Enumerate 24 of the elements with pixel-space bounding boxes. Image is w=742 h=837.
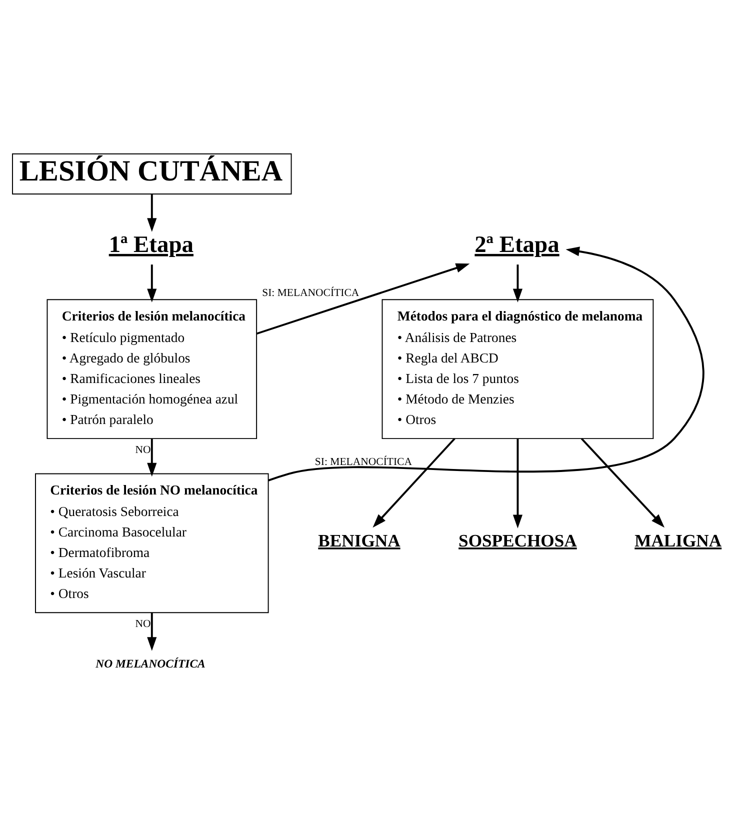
- node-text: 1ª Etapa: [108, 232, 194, 258]
- arrow: [512, 264, 523, 302]
- arrow: [268, 246, 704, 482]
- arrow: [147, 194, 157, 232]
- arrow: [147, 612, 157, 651]
- arrow: [256, 263, 470, 335]
- arrow: [147, 438, 157, 477]
- edge-label: SI: MELANOCÍTICA: [314, 456, 412, 468]
- node-text: SOSPECHOSA: [458, 530, 577, 551]
- arrow: [372, 438, 456, 528]
- node-box: Criterios de lesión NO melanocítica • Queratosis Seborreica • Carcinoma Basocelular • Dermatofibroma • Lesión Vascular • Otros: [35, 473, 269, 614]
- edge-label: NO: [135, 444, 151, 456]
- arrow: [580, 438, 665, 528]
- node-box: Criterios de lesión melanocítica • Retículo pigmentado • Agregado de glóbulos • Ramificaciones lineales • Pigmentación homogénea azul • Patrón paralelo: [46, 299, 258, 440]
- arrow: [512, 438, 523, 528]
- edge-label: NO: [135, 618, 151, 630]
- node-text: BENIGNA: [318, 530, 400, 551]
- node-text: NO MELANOCÍTICA: [96, 658, 206, 671]
- node-box: LESIÓN CUTÁNEA: [12, 153, 292, 194]
- node-text: MALIGNA: [634, 530, 722, 551]
- edge-label: SI: MELANOCÍTICA: [262, 286, 360, 299]
- node-text: 2ª Etapa: [474, 232, 560, 258]
- node-box: Métodos para el diagnóstico de melanoma • Análisis de Patrones • Regla del ABCD • Lista de los 7 puntos • Método de Menzies • Otros: [382, 299, 654, 440]
- arrow: [147, 264, 157, 302]
